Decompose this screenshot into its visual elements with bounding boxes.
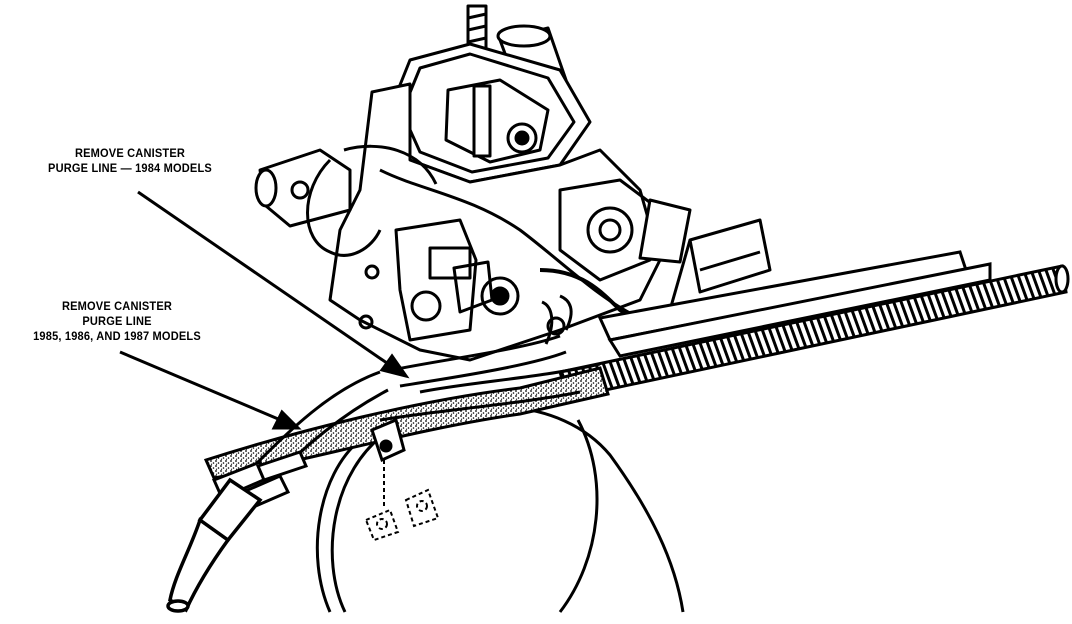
arrowhead-1985 [271, 409, 302, 430]
callout-1985-line1: REMOVE CANISTER [61, 299, 173, 313]
exploded-clip [364, 460, 440, 542]
leader-arrows [119, 190, 410, 430]
arrow-1984 [137, 190, 401, 374]
rail-bars [597, 250, 992, 358]
callout-purge-line-1985-1987: REMOVE CANISTER PURGE LINE 1985, 1986, A… [11, 299, 223, 344]
carburetor [254, 4, 772, 362]
clip-bracket [370, 417, 406, 463]
arrowhead-1984 [379, 353, 410, 379]
callout-1984-line2: PURGE LINE — 1984 MODELS [48, 161, 212, 175]
callout-1984-line1: REMOVE CANISTER [74, 146, 186, 160]
callout-1985-line2: PURGE LINE [82, 314, 152, 328]
arrow-1985 [119, 350, 291, 426]
callout-purge-line-1984: REMOVE CANISTER PURGE LINE — 1984 MODELS [20, 146, 241, 176]
wiring-harness [203, 362, 610, 480]
callout-1985-line3: 1985, 1986, AND 1987 MODELS [33, 329, 201, 343]
lower-hose [166, 477, 263, 613]
